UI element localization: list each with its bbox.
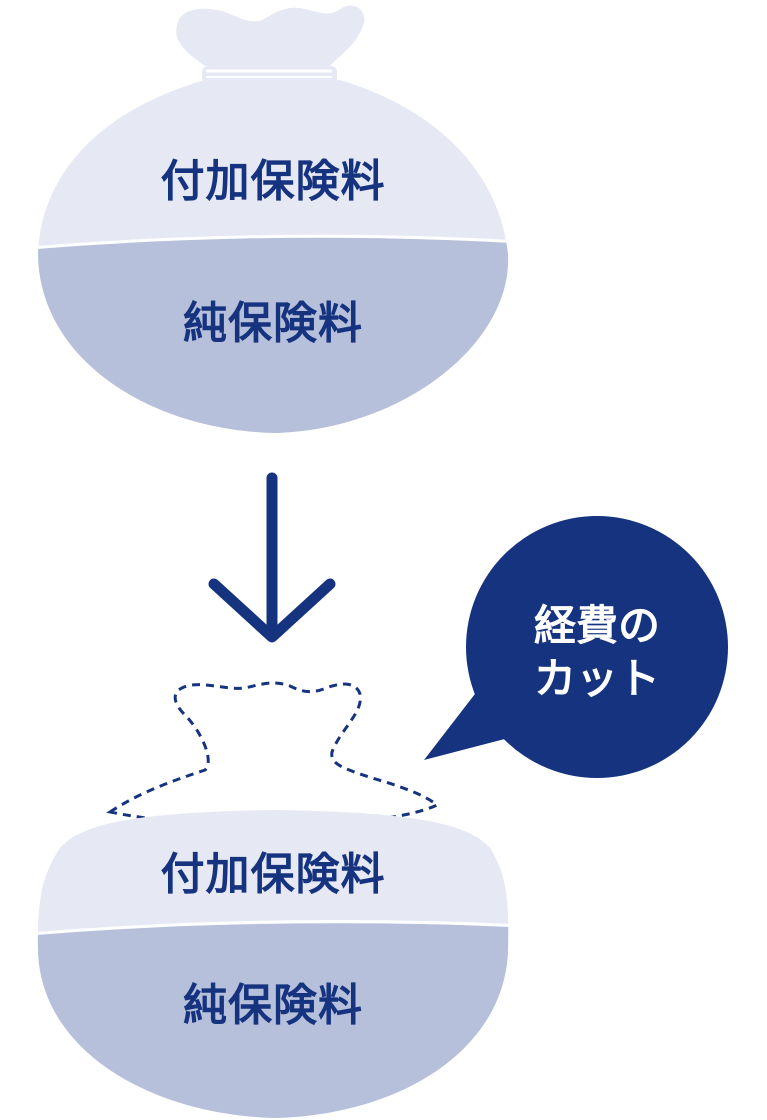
removed-neck-dashed-outline bbox=[106, 681, 440, 828]
callout-circle bbox=[466, 516, 728, 778]
bottom-money-bag: 付加保険料 純保険料 bbox=[29, 681, 521, 1118]
top-bag-lower-section bbox=[38, 236, 509, 433]
top-bag-lower-label: 純保険料 bbox=[183, 298, 363, 349]
callout-line-1: 経費の bbox=[534, 601, 660, 650]
bottom-bag-lower-label: 純保険料 bbox=[183, 980, 363, 1031]
top-bag-neck bbox=[176, 5, 365, 66]
top-bag-upper-label: 付加保険料 bbox=[161, 156, 386, 207]
top-money-bag: 付加保険料 純保険料 bbox=[29, 5, 521, 433]
bottom-bag-lower-section bbox=[37, 923, 509, 1118]
cost-cut-callout: 経費の カット bbox=[424, 516, 728, 778]
arrow-down-icon bbox=[208, 472, 336, 643]
callout-line-2: カット bbox=[534, 654, 660, 703]
callout-tail bbox=[424, 690, 520, 760]
bottom-bag-upper-label: 付加保険料 bbox=[161, 849, 386, 900]
bottom-bag-divider bbox=[29, 920, 521, 936]
top-bag-divider bbox=[29, 234, 521, 250]
